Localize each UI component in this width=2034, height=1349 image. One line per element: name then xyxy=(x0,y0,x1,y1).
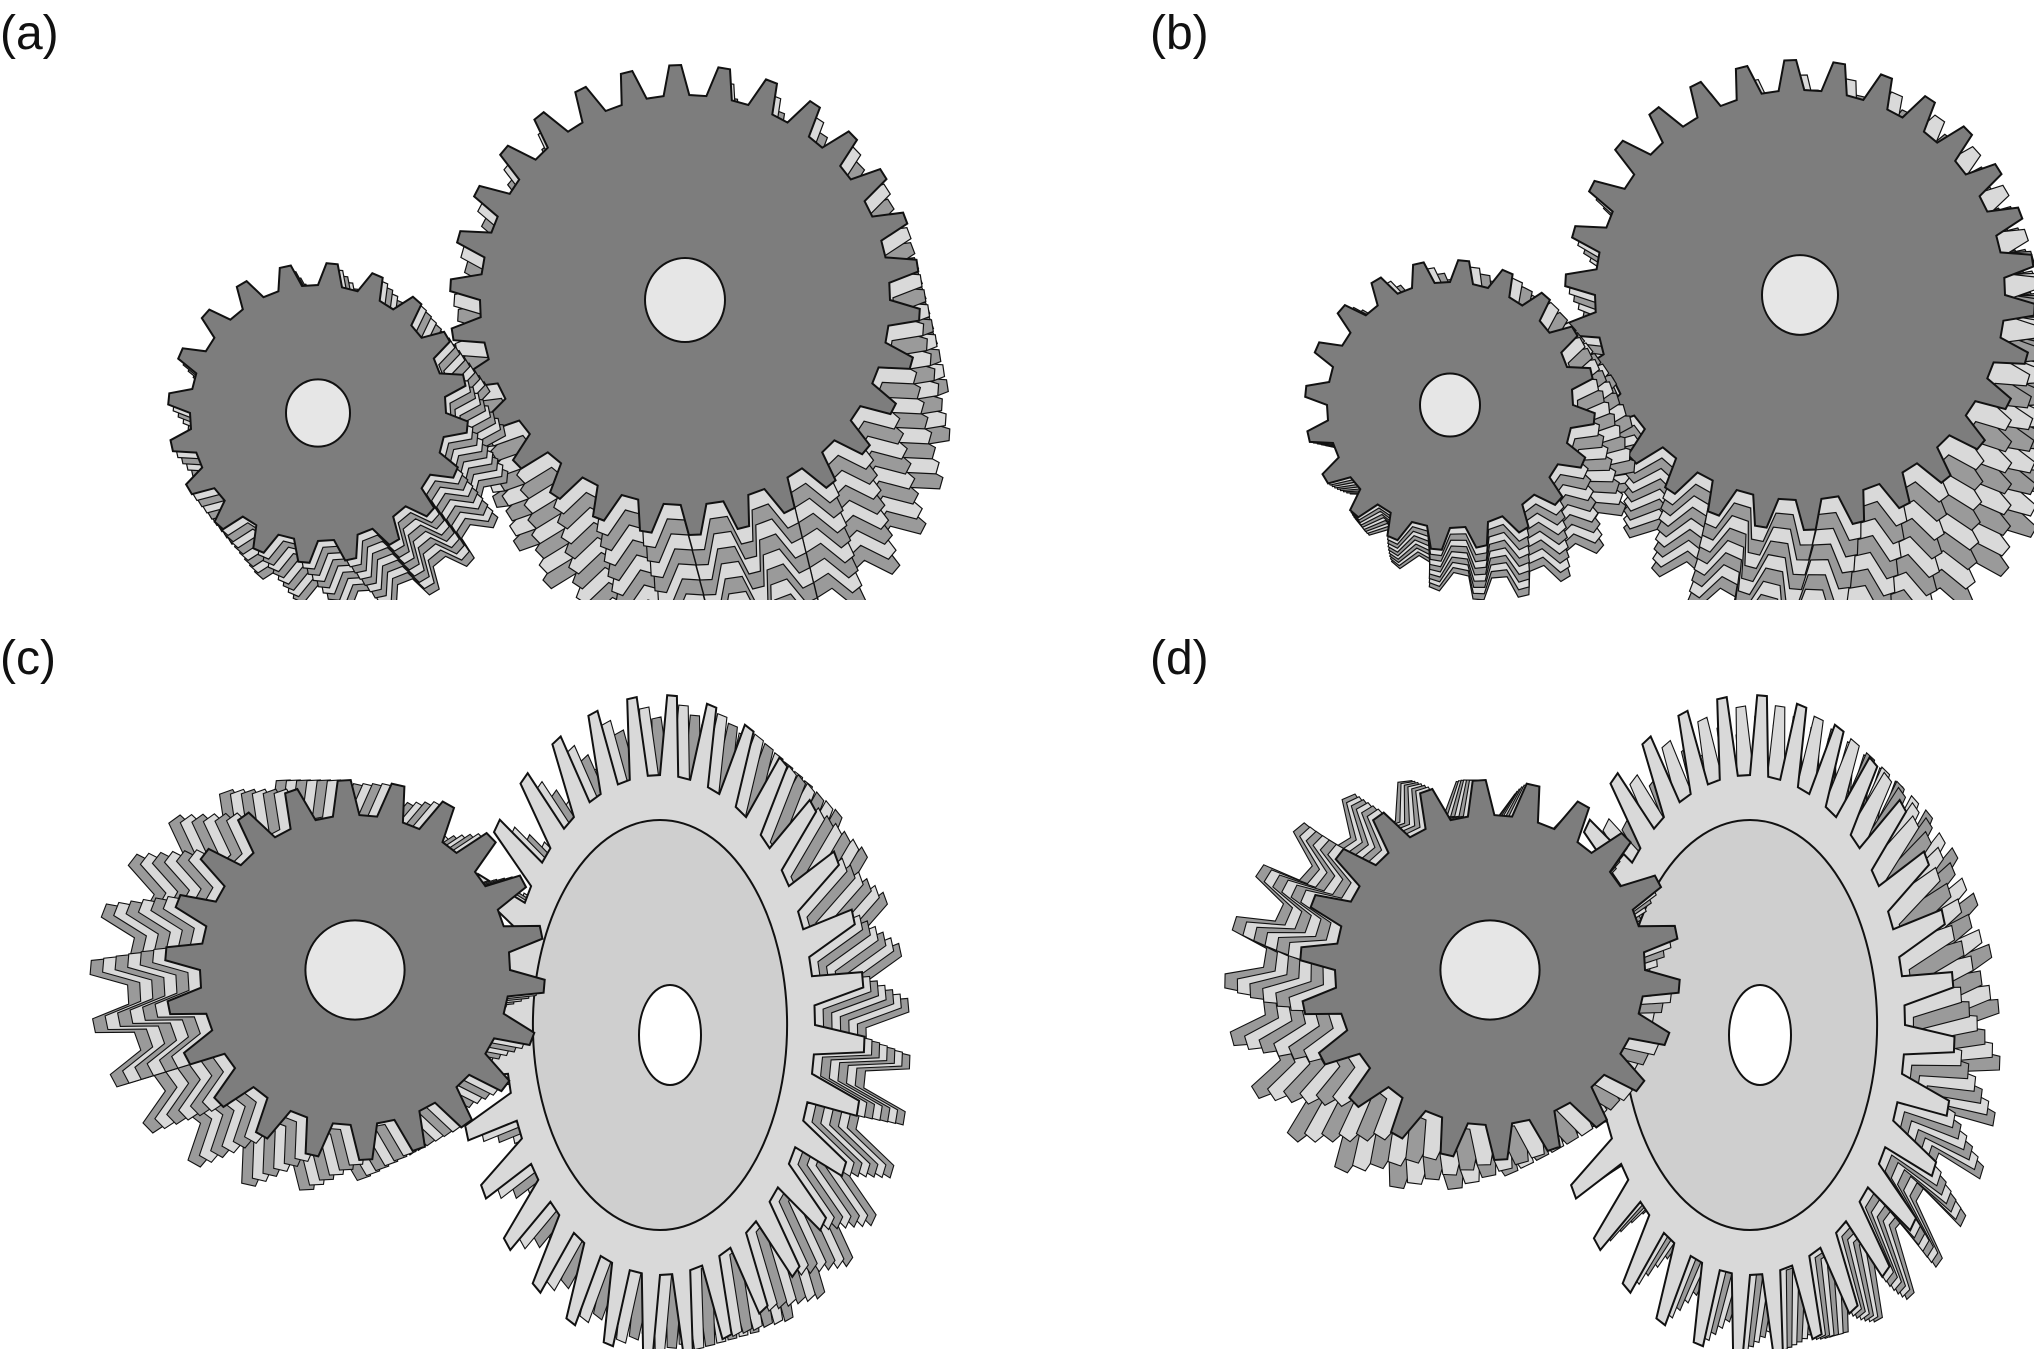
small-spur-gear xyxy=(167,262,509,600)
small-helical-gear xyxy=(1304,259,1636,600)
helical-gear-pair-illustration xyxy=(1304,58,2034,600)
large-spiral-bevel-gear xyxy=(1544,694,2001,1349)
spiral-bevel-gear-pair-illustration xyxy=(1224,694,2001,1349)
panel-label-a: (a) xyxy=(0,7,59,60)
panel-label-d: (d) xyxy=(1150,632,1209,685)
panel-label-c: (c) xyxy=(0,632,56,685)
panel-a-spur-gears: (a) xyxy=(0,0,1017,674)
straight-bevel-gear-pair-illustration xyxy=(89,694,911,1349)
large-bevel-gear xyxy=(454,694,911,1349)
panel-b-helical-gears: (b) xyxy=(1150,0,2034,674)
large-spur-gear xyxy=(449,63,951,600)
panel-d-spiral-bevel-gears: (d) xyxy=(1150,625,2034,1349)
panel-label-b: (b) xyxy=(1150,7,1209,60)
large-helical-gear xyxy=(1564,58,2034,600)
spur-gear-pair-illustration xyxy=(167,63,951,600)
small-bevel-gear xyxy=(89,778,546,1191)
small-spiral-bevel-gear xyxy=(1224,778,1681,1191)
panel-c-straight-bevel-gears: (c) xyxy=(0,625,1017,1349)
